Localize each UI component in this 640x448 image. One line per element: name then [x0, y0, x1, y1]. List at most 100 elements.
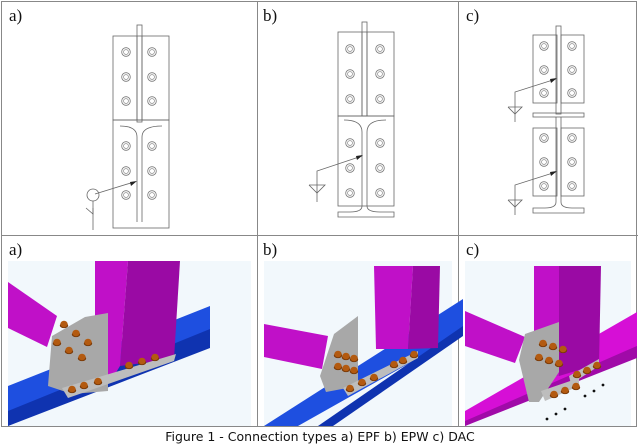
- bolt-hole: [592, 389, 596, 393]
- figure-table: [1, 1, 637, 427]
- bolt-inner: [149, 49, 155, 55]
- angle-cleat: [519, 322, 559, 402]
- brace: [465, 311, 525, 363]
- bolt-head: [65, 346, 73, 354]
- weld-arrowhead: [356, 155, 363, 160]
- bolt-inner: [347, 165, 353, 171]
- beam-web: [361, 21, 368, 117]
- bolt-head: [342, 364, 350, 372]
- bolt-head: [410, 350, 418, 358]
- column-base-flange: [337, 205, 395, 218]
- column-top-flange: [532, 112, 585, 118]
- bolt-head: [561, 386, 569, 394]
- bolt-inner: [569, 90, 575, 96]
- bolt-head: [358, 378, 366, 386]
- bolt-inner: [149, 98, 155, 104]
- bolt-head: [72, 329, 80, 337]
- bolt-outer: [539, 41, 549, 51]
- bolt-head: [53, 338, 61, 346]
- brace: [264, 324, 328, 369]
- cell-label: c): [466, 6, 480, 25]
- bolt-head: [593, 361, 601, 369]
- bolt-head: [350, 354, 358, 362]
- weld-all-around-symbol: [86, 188, 100, 202]
- bolt-inner: [149, 168, 155, 174]
- bolt-inner: [377, 71, 383, 77]
- bolt-outer: [539, 65, 549, 75]
- bolt-outer: [345, 94, 355, 104]
- bolt-inner: [377, 140, 383, 146]
- row-divider: [1, 235, 638, 236]
- weld-leader: [316, 155, 363, 202]
- beam-web: [136, 24, 143, 123]
- bolt-outer: [345, 138, 355, 148]
- weld-arrowhead: [550, 78, 557, 83]
- bolt-outer: [375, 138, 385, 148]
- column-flange-curve: [141, 125, 163, 222]
- bolt-inner: [347, 96, 353, 102]
- bolt-inner: [123, 74, 129, 80]
- dac-render: [465, 261, 637, 426]
- bolt-outer: [567, 88, 577, 98]
- bolt-outer: [147, 190, 157, 200]
- bolt-outer: [345, 44, 355, 54]
- bolt-outer: [539, 181, 549, 191]
- bolt-outer: [567, 133, 577, 143]
- bolt-inner: [541, 90, 547, 96]
- bolt-outer: [539, 157, 549, 167]
- bolt-inner: [149, 192, 155, 198]
- bolt-outer: [121, 72, 131, 82]
- bolt-inner: [569, 159, 575, 165]
- cell-label: b): [263, 240, 278, 259]
- bolt-inner: [569, 43, 575, 49]
- bolt-inner: [541, 67, 547, 73]
- bolt-head: [125, 361, 133, 369]
- bolt-head: [350, 366, 358, 374]
- cell-label: b): [263, 6, 278, 25]
- cell-label: c): [466, 240, 480, 259]
- bolt-inner: [347, 190, 353, 196]
- epf-drawing: [85, 24, 170, 230]
- fillet-weld-symbol: [507, 199, 523, 208]
- bolt-head: [78, 353, 86, 361]
- bolt-inner: [123, 168, 129, 174]
- cell-label: a): [9, 6, 23, 25]
- weld-arrowhead: [130, 181, 137, 186]
- bolt-head: [138, 357, 146, 365]
- bolt-head: [555, 359, 563, 367]
- bolt-outer: [539, 133, 549, 143]
- bolt-head: [583, 366, 591, 374]
- end-plate: [532, 34, 558, 104]
- bolt-outer: [121, 96, 131, 106]
- weld-leader: [514, 171, 557, 215]
- cell-label: a): [9, 240, 23, 259]
- bolt-outer: [345, 188, 355, 198]
- bolt-inner: [377, 165, 383, 171]
- bolt-inner: [123, 49, 129, 55]
- bolt-hole: [563, 407, 567, 411]
- bolt-outer: [567, 65, 577, 75]
- render-cell-c: c): [459, 236, 637, 426]
- bolt-head: [390, 360, 398, 368]
- bolt-outer: [147, 166, 157, 176]
- drawing-cell-c: c): [459, 2, 637, 235]
- bolt-inner: [347, 140, 353, 146]
- bolt-outer: [375, 69, 385, 79]
- column-flange-curve: [343, 119, 363, 206]
- bolt-head: [94, 377, 102, 385]
- drawing-cell-b: b): [258, 2, 458, 235]
- weld-leader: [94, 181, 135, 195]
- bolt-outer: [147, 72, 157, 82]
- bolt-outer: [375, 44, 385, 54]
- bolt-head: [334, 362, 342, 370]
- end-plate: [532, 127, 558, 197]
- base-beam-shadow: [318, 326, 463, 426]
- end-plate: [560, 127, 585, 197]
- render-cell-a: a): [2, 236, 257, 426]
- column: [374, 266, 413, 349]
- bolt-inner: [123, 98, 129, 104]
- bolt-inner: [377, 190, 383, 196]
- column-divider-1: [257, 1, 258, 427]
- end-plate: [337, 31, 395, 117]
- bolt-head: [346, 384, 354, 392]
